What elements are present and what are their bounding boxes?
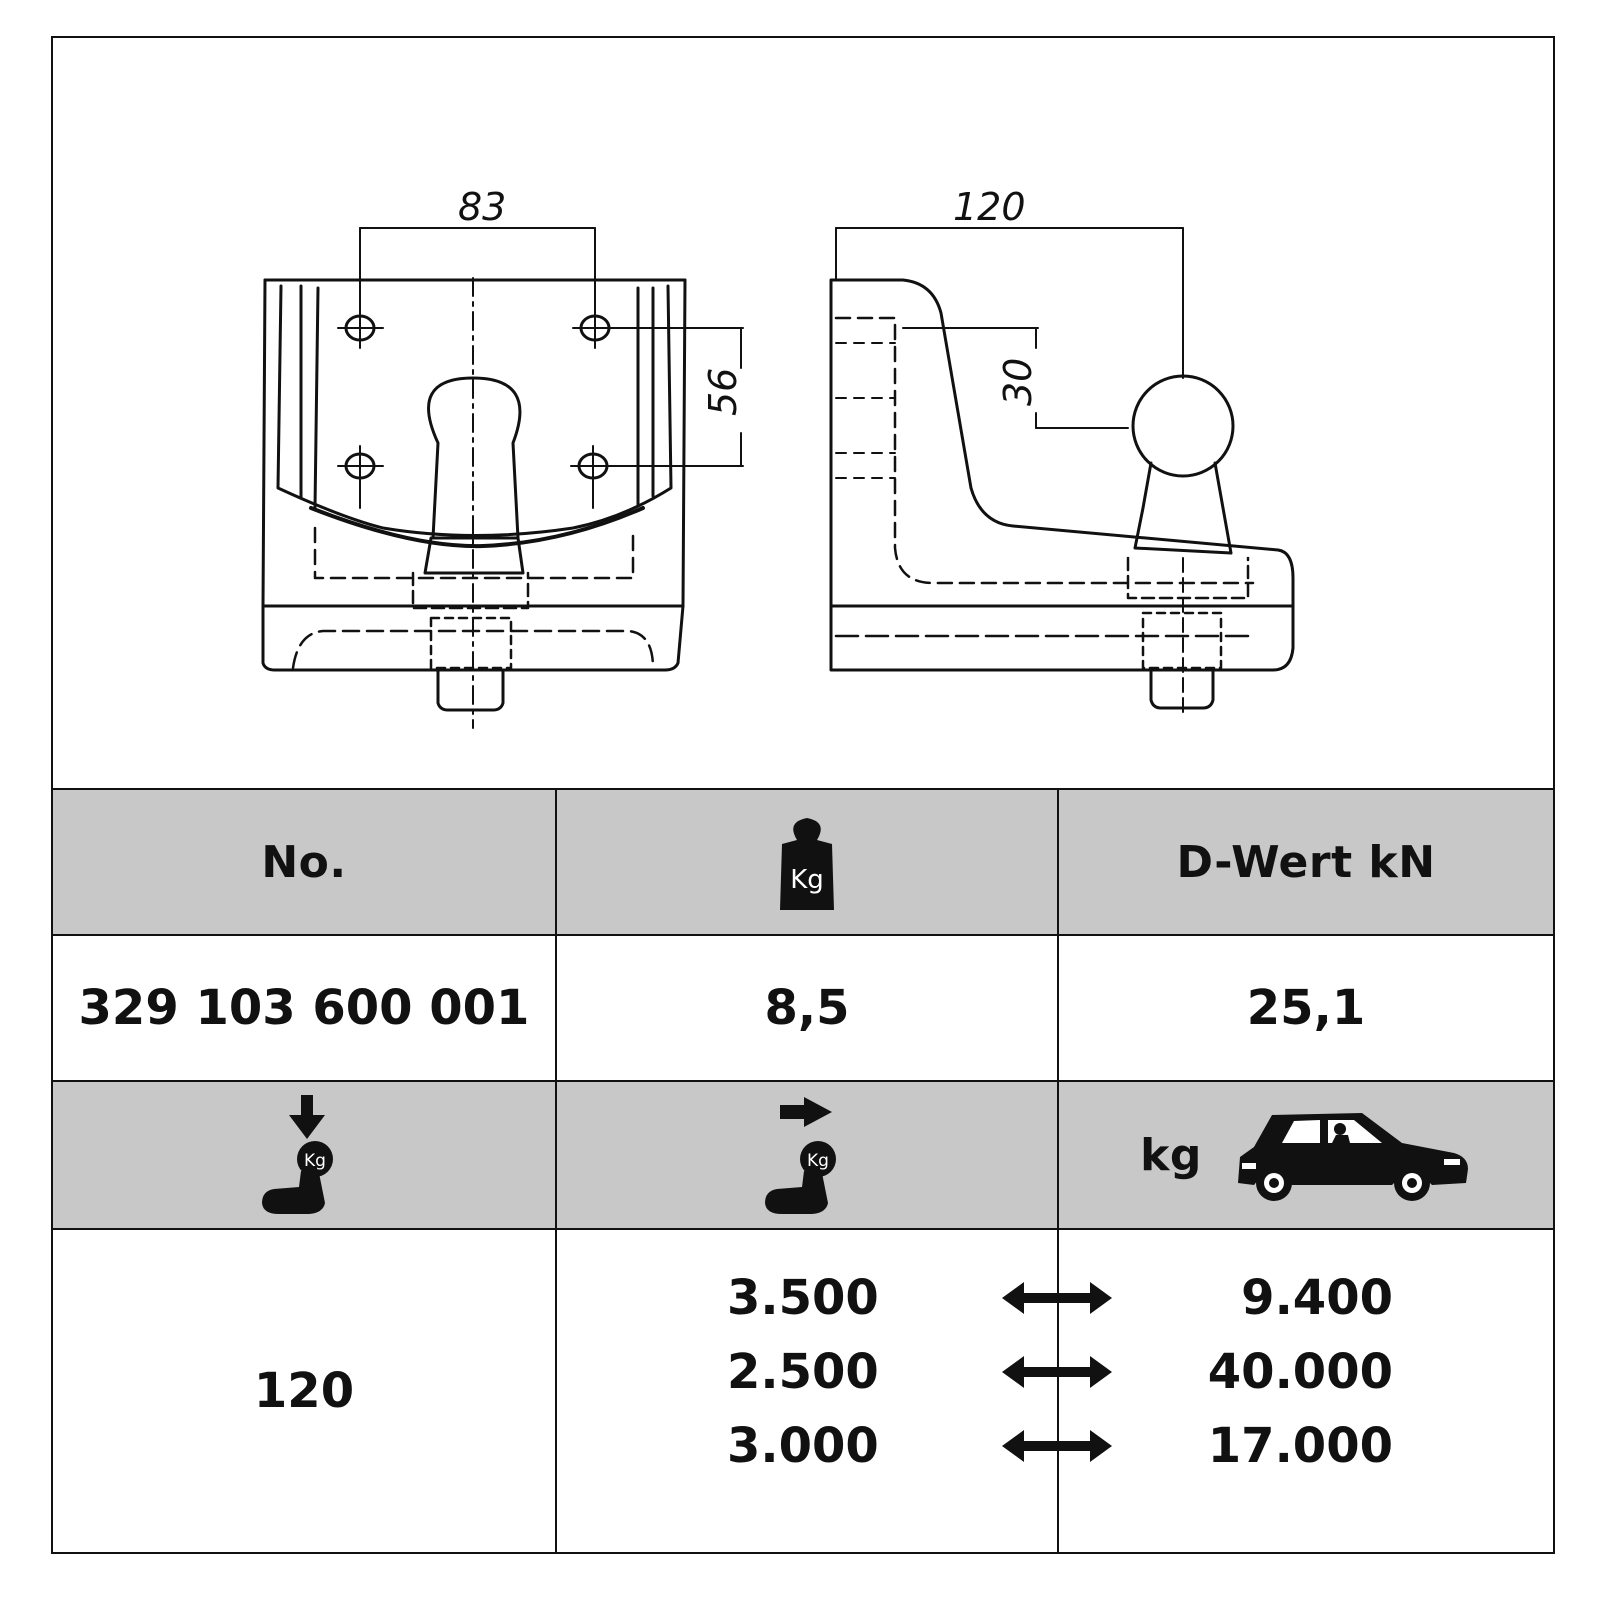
- double-arrow-list: [1002, 1272, 1112, 1472]
- dim-hole-spacing-v: 56: [701, 368, 745, 416]
- icon-cell-vehicle-weight: kg: [1057, 1082, 1553, 1228]
- vertical-load-icon-text: Kg: [304, 1151, 326, 1171]
- vertical-load-value: 120: [253, 1363, 355, 1419]
- weight-value: 8,5: [764, 980, 850, 1036]
- drawing-svg: 83: [261, 185, 1295, 729]
- spec-sheet: 83: [51, 36, 1555, 1554]
- weight-icon-text: Kg: [790, 865, 824, 895]
- vehicle-weight-unit: kg: [1140, 1129, 1202, 1181]
- cell-d-value: 25,1: [1057, 936, 1553, 1080]
- car-icon: [1237, 1113, 1468, 1201]
- trailer-load-list: 3.500 2.500 3.000: [727, 1272, 879, 1472]
- weight-kg-icon: Kg: [780, 818, 834, 910]
- side-view: 120 30: [829, 185, 1295, 714]
- vehicle-weight-3: 17.000: [1207, 1418, 1393, 1474]
- data-row: 329 103 600 001 8,5 25,1: [53, 934, 1553, 1080]
- trailer-load-1: 3.500: [727, 1270, 879, 1326]
- trailer-load-3: 3.000: [727, 1418, 879, 1474]
- technical-drawing: 83: [53, 38, 1553, 806]
- vehicle-weight-1: 9.400: [1241, 1270, 1393, 1326]
- double-arrow-icon: [1002, 1356, 1112, 1388]
- vehicle-weight-list: 9.400 40.000 17.000: [1208, 1272, 1393, 1472]
- dim-length: 120: [953, 185, 1026, 229]
- part-number: 329 103 600 001: [78, 980, 530, 1036]
- column-label-number: No.: [261, 836, 347, 888]
- cell-vehicle-weights: 9.400 40.000 17.000: [1057, 1230, 1553, 1552]
- dim-height: 30: [996, 358, 1040, 406]
- header-cell-weight: Kg: [555, 790, 1057, 934]
- vehicle-weight-2: 40.000: [1207, 1344, 1393, 1400]
- towing-load-icon-text: Kg: [807, 1151, 829, 1171]
- column-label-d-value: D-Wert kN: [1176, 836, 1436, 888]
- dim-hole-spacing-h: 83: [458, 185, 506, 229]
- double-arrow-icon: [1002, 1282, 1112, 1314]
- icon-row: Kg Kg kg: [53, 1080, 1553, 1228]
- load-row: 120 3.500 2.500 3.000 9.400 40.000 17.00…: [53, 1228, 1553, 1552]
- cell-trailer-loads: 3.500 2.500 3.000: [555, 1230, 1057, 1552]
- icon-cell-towing-load: Kg: [555, 1082, 1057, 1228]
- icon-cell-vertical-load: Kg: [53, 1082, 555, 1228]
- double-arrow-icon: [1002, 1430, 1112, 1462]
- vertical-load-icon: Kg: [262, 1094, 333, 1214]
- cell-vertical-load: 120: [53, 1230, 555, 1552]
- cell-weight: 8,5: [555, 936, 1057, 1080]
- trailer-load-2: 2.500: [727, 1344, 879, 1400]
- header-cell-number: No.: [53, 790, 555, 934]
- header-cell-d-value: D-Wert kN: [1057, 790, 1553, 934]
- d-value: 25,1: [1246, 980, 1366, 1036]
- front-view: 83: [261, 185, 745, 729]
- towing-load-icon: Kg: [765, 1096, 836, 1214]
- cell-part-number: 329 103 600 001: [53, 936, 555, 1080]
- header-row: No. Kg D-Wert kN: [53, 788, 1553, 934]
